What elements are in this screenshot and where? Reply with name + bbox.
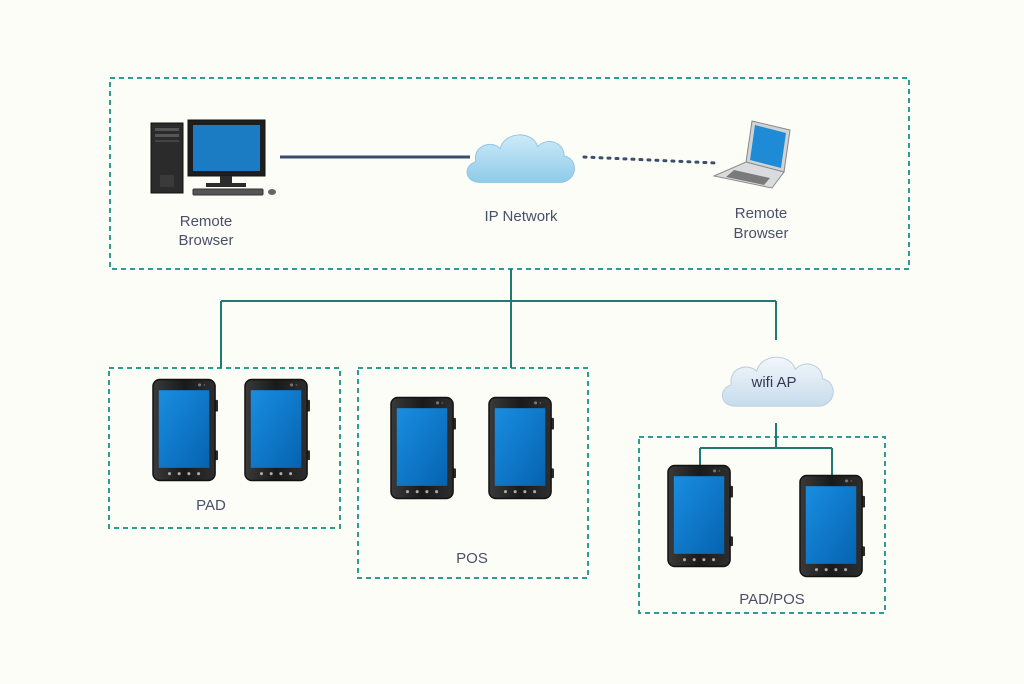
pos-group-label: POS bbox=[456, 550, 488, 567]
ip-network-label: IP Network bbox=[484, 208, 558, 225]
pos-tablet-1-icon bbox=[390, 396, 456, 500]
desktop-label-line1: Remote bbox=[180, 213, 233, 230]
bus-connector bbox=[220, 269, 833, 476]
desktop-label-line2: Browser bbox=[178, 232, 233, 249]
pad-tablet-1-icon bbox=[152, 378, 218, 482]
pad-tablet-2-icon bbox=[244, 378, 310, 482]
laptop-label-line1: Remote bbox=[735, 205, 788, 222]
pos-tablet-2-icon bbox=[488, 396, 554, 500]
desktop-computer-icon bbox=[150, 119, 276, 196]
ip-network-cloud-icon bbox=[466, 134, 575, 183]
laptop-network-link bbox=[582, 155, 718, 165]
pad-group-label: PAD bbox=[196, 497, 226, 514]
pad-pos-group-label: PAD/POS bbox=[739, 591, 805, 608]
pad-pos-tablet-1-icon bbox=[667, 464, 733, 568]
laptop-icon bbox=[712, 120, 791, 189]
pad-group bbox=[108, 367, 341, 529]
top-network-group bbox=[109, 77, 910, 270]
pad-pos-group bbox=[638, 436, 886, 614]
pad-pos-tablet-2-icon bbox=[799, 474, 865, 578]
pos-group bbox=[357, 367, 589, 579]
laptop-label-line2: Browser bbox=[733, 225, 788, 242]
wifi-ap-label: wifi AP bbox=[750, 374, 796, 391]
